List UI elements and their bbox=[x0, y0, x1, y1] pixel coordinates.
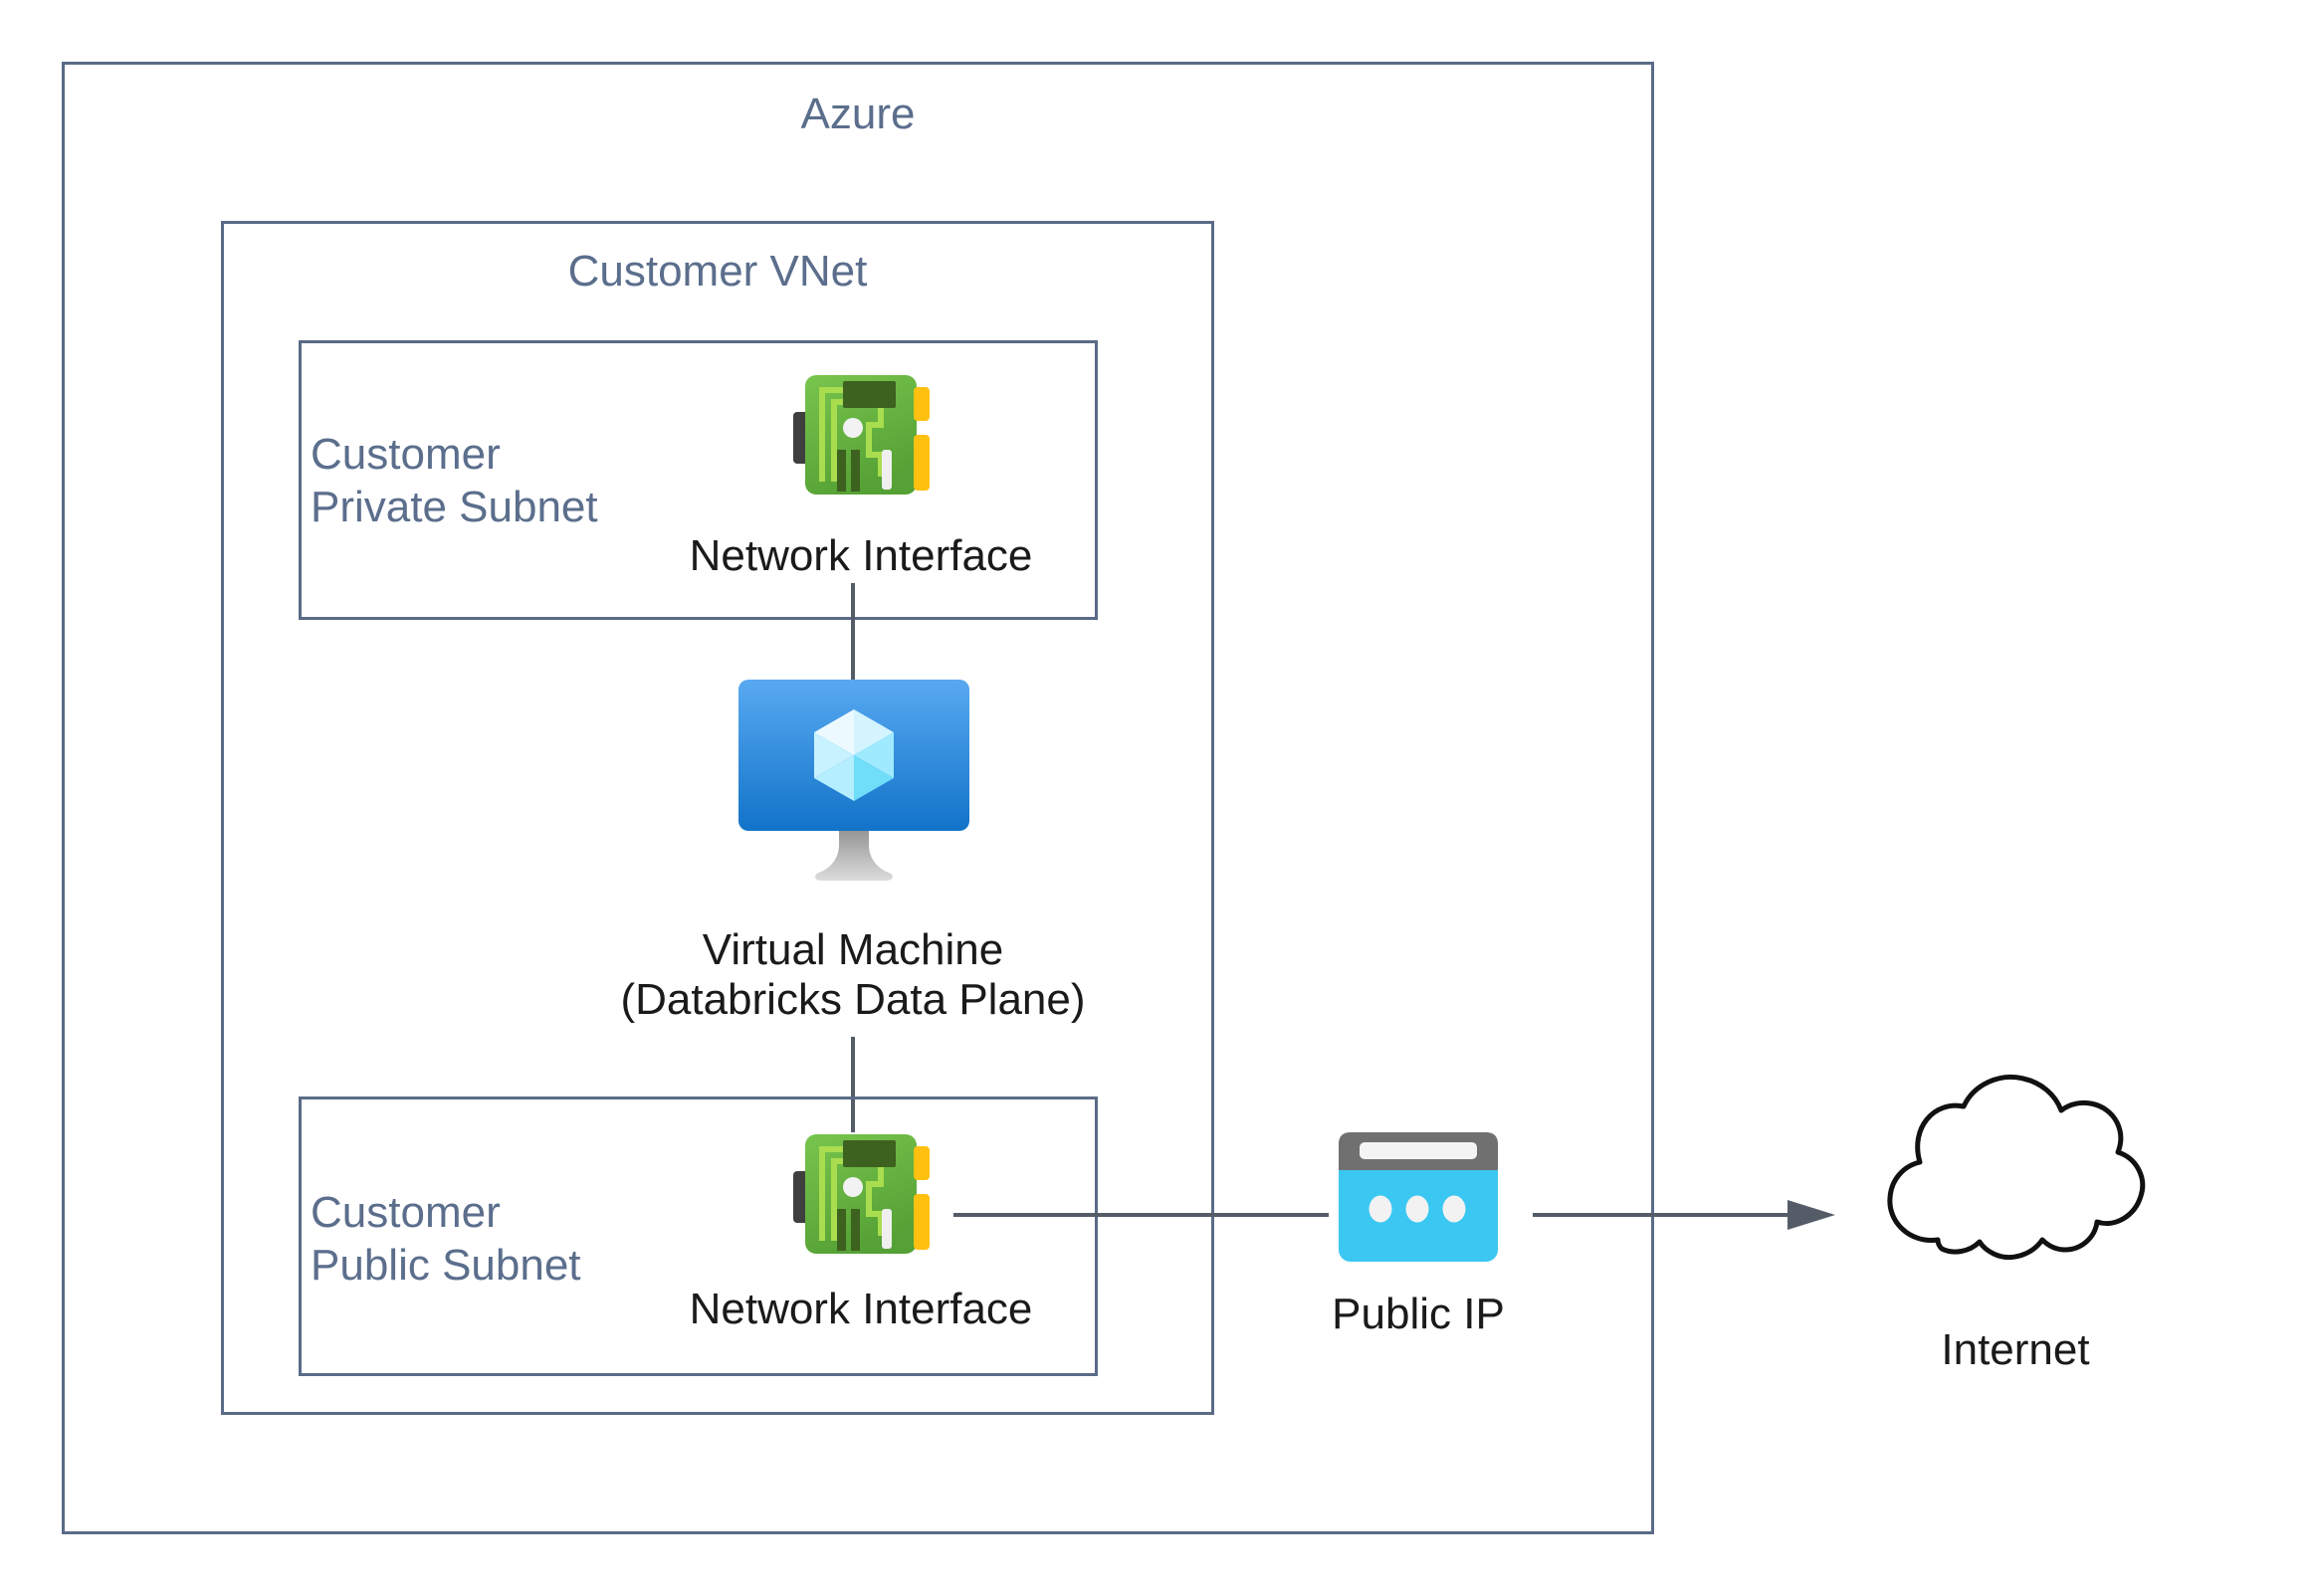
internet-cloud-icon bbox=[1887, 1075, 2146, 1260]
public-subnet-label: Customer Public Subnet bbox=[311, 1186, 581, 1292]
public-subnet-box bbox=[299, 1097, 1098, 1376]
vnet-boundary-box bbox=[221, 221, 1214, 1415]
public-subnet-label-line2: Public Subnet bbox=[311, 1241, 581, 1290]
vm-label-line1: Virtual Machine bbox=[702, 925, 1004, 974]
network-interface-icon bbox=[793, 1134, 930, 1254]
network-interface-icon bbox=[793, 375, 930, 495]
connector-private-nic-to-vm bbox=[851, 583, 855, 682]
vnet-title: Customer VNet bbox=[567, 247, 868, 296]
private-nic-label: Network Interface bbox=[689, 531, 1033, 580]
public-ip-label: Public IP bbox=[1332, 1290, 1505, 1338]
private-subnet-box bbox=[299, 340, 1098, 620]
vm-label: Virtual Machine (Databricks Data Plane) bbox=[604, 925, 1102, 1025]
public-subnet-label-line1: Customer bbox=[311, 1188, 501, 1237]
vm-label-line2: (Databricks Data Plane) bbox=[620, 975, 1086, 1024]
private-subnet-label-line2: Private Subnet bbox=[311, 483, 598, 531]
public-ip-icon bbox=[1339, 1132, 1498, 1262]
connector-vm-to-public-nic bbox=[851, 1037, 855, 1132]
azure-title: Azure bbox=[800, 90, 916, 138]
virtual-machine-icon bbox=[738, 680, 969, 881]
connector-public-nic-to-public-ip bbox=[953, 1213, 1329, 1217]
private-subnet-label: Customer Private Subnet bbox=[311, 428, 598, 533]
azure-boundary-box bbox=[62, 62, 1654, 1534]
internet-label: Internet bbox=[1941, 1325, 2090, 1374]
private-subnet-label-line1: Customer bbox=[311, 430, 501, 479]
arrow-public-ip-to-internet bbox=[1533, 1200, 1835, 1230]
public-nic-label: Network Interface bbox=[689, 1285, 1033, 1333]
